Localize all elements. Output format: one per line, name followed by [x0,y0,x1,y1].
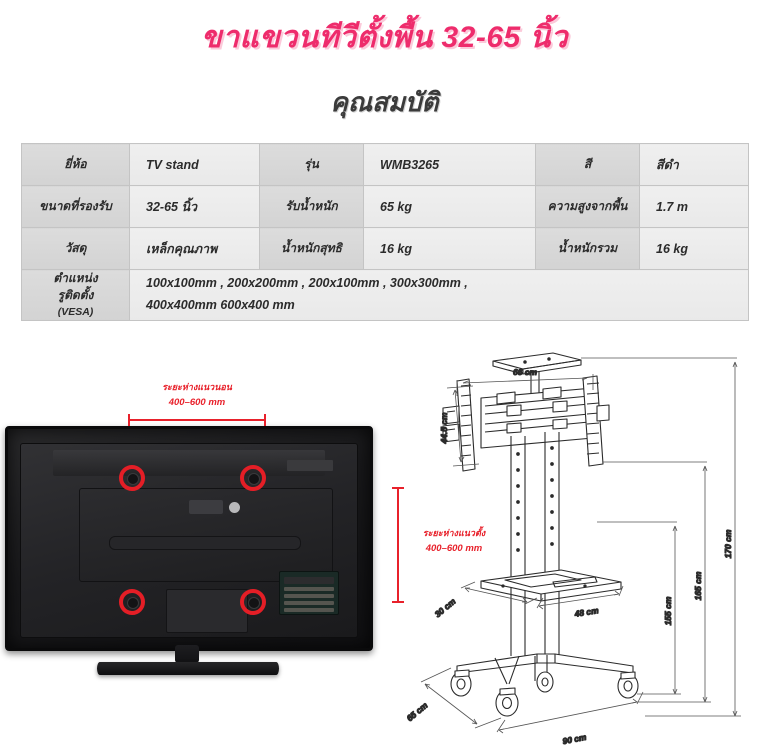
tv-chassis [5,426,373,651]
specification-table: ยี่ห้อ TV stand รุ่น WMB3265 สี สีดำ ขนา… [21,143,749,321]
spec-label-net-weight: น้ำหนักสุทธิ [259,227,364,270]
tv-rear-illustration [0,364,382,694]
vertical-spacing-label-line-1: ระยะห่างแนวตั้ง [422,528,486,538]
dim-height-high: 170 cm [723,529,733,558]
horizontal-spacing-label-line-2: 400–600 mm [168,397,226,408]
vesa-value-line-1: 100x100mm , 200x200mm , 200x100mm , 300x… [146,276,468,291]
tv-screw-cap [229,502,240,513]
horizontal-dimension-bar [128,414,266,426]
dim-height-mid: 165 cm [693,571,703,600]
vertical-dimension-bar [392,487,404,603]
tv-port-cluster [279,571,339,615]
table-row: ยี่ห้อ TV stand รุ่น WMB3265 สี สีดำ [21,143,749,186]
page-title: ขาแขวนทีวีตั้งพื้น 32-65 นิ้ว [201,21,568,54]
tv-cable-channel [109,536,301,550]
vesa-value-line-2: 400x400mm 600x400 mm [146,298,295,312]
spec-label-floor-height: ความสูงจากพื้น [535,185,640,228]
spec-value-floor-height: 1.7 m [639,185,749,228]
section-subtitle: คุณสมบัติ [330,87,439,117]
tv-stand-base [97,662,279,675]
table-row: วัสดุ เหล็กคุณภาพ น้ำหนักสุทธิ 16 kg น้ำ… [21,227,749,270]
vertical-spacing-label-line-2: 400–600 mm [425,543,483,554]
dim-height-low: 155 cm [663,596,673,625]
tv-stand-mount-plate [166,589,248,633]
dim-base-width: 90 cm [562,732,588,746]
vesa-label-line-3: (VESA) [57,305,94,318]
tv-stand-neck [175,645,199,663]
spec-label-material: วัสดุ [21,227,130,270]
spec-value-model: WMB3265 [363,143,536,186]
spec-label-color: สี [535,143,640,186]
table-row-vesa: ตำแหน่ง รูติดตั้ง (VESA) 100x100mm , 200… [21,269,749,321]
spec-value-load-capacity: 65 kg [363,185,536,228]
horizontal-spacing-label-line-1: ระยะห่างแนวนอน [162,382,232,392]
tv-vent [53,450,325,476]
vesa-label-line-1: ตำแหน่ง [53,271,98,285]
tv-control-buttons [287,460,333,471]
spec-value-net-weight: 16 kg [363,227,536,270]
dim-shelf-width: 48 cm [573,605,600,619]
vesa-label-line-2: รูติดตั้ง [57,288,94,303]
spec-value-color: สีดำ [639,143,749,186]
table-row: ขนาดที่รองรับ 32-65 นิ้ว รับน้ำหนัก 65 k… [21,185,749,228]
spec-value-gross-weight: 16 kg [639,227,749,270]
spec-value-vesa: 100x100mm , 200x200mm , 200x100mm , 300x… [129,269,749,321]
tv-rear-cover [20,443,358,638]
tv-cart-technical-drawing: 66 cm 44.5 cm 30 cm 48 cm 65 cm 90 cm 15… [385,336,769,752]
spec-label-screen-size: ขนาดที่รองรับ [21,185,130,228]
tv-brand-label [189,500,223,514]
spec-label-brand: ยี่ห้อ [21,143,130,186]
dim-bracket-height: 44.5 cm [439,412,449,445]
illustration-band [0,336,769,752]
spec-value-brand: TV stand [129,143,260,186]
dim-shelf-depth: 30 cm [433,596,458,619]
dim-bracket-width: 66 cm [513,367,538,377]
spec-label-load-capacity: รับน้ำหนัก [259,185,364,228]
section-subtitle-container: คุณสมบัติ [0,82,769,123]
spec-label-gross-weight: น้ำหนักรวม [535,227,640,270]
page-title-container: ขาแขวนทีวีตั้งพื้น 32-65 นิ้ว [0,14,769,61]
spec-value-material: เหล็กคุณภาพ [129,227,260,270]
spec-value-screen-size: 32-65 นิ้ว [129,185,260,228]
dim-base-depth: 65 cm [405,700,430,723]
spec-label-model: รุ่น [259,143,364,186]
spec-label-vesa: ตำแหน่ง รูติดตั้ง (VESA) [21,269,130,321]
